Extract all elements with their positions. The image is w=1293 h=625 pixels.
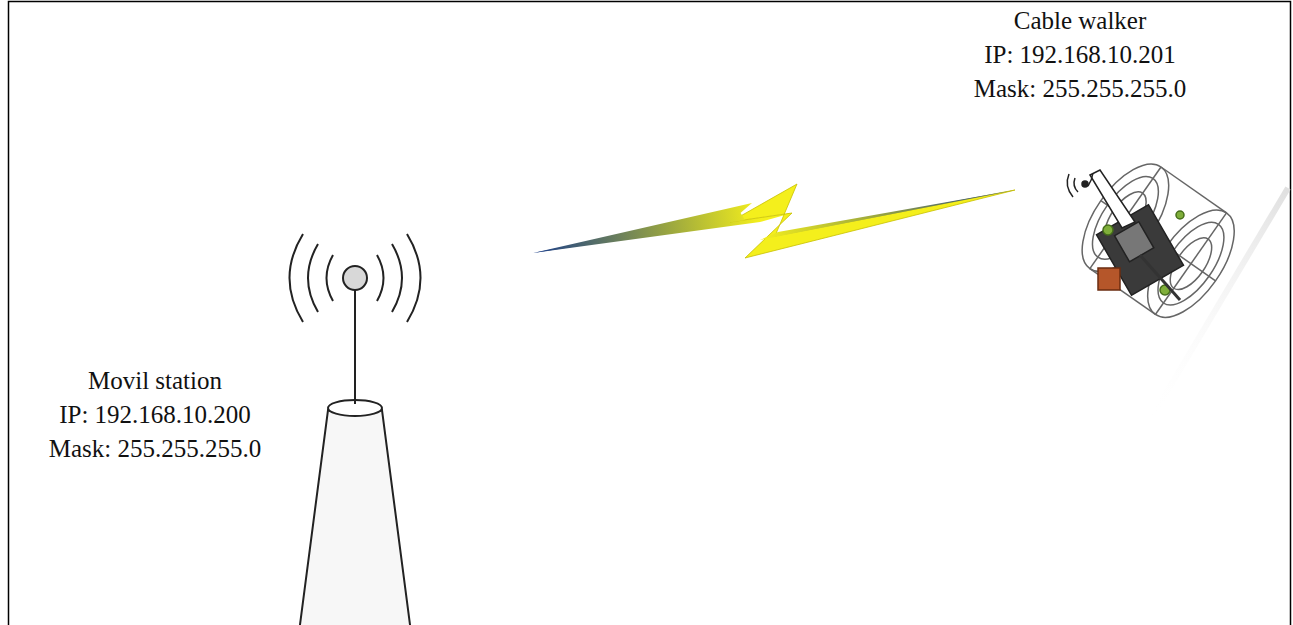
device-label: Mask: 255.255.255.0 bbox=[49, 432, 262, 465]
device-label: Mask: 255.255.255.0 bbox=[974, 72, 1187, 105]
wireless-link bbox=[533, 184, 1015, 258]
device-label: IP: 192.168.10.200 bbox=[59, 398, 251, 431]
device-label: IP: 192.168.10.201 bbox=[984, 38, 1176, 71]
frame bbox=[9, 2, 1291, 625]
cable-line bbox=[1150, 188, 1288, 420]
device-label: Movil station bbox=[88, 364, 222, 397]
cable-walker-robot bbox=[1065, 150, 1251, 332]
antenna-tower bbox=[290, 234, 421, 625]
device-label: Cable walker bbox=[1014, 4, 1147, 37]
